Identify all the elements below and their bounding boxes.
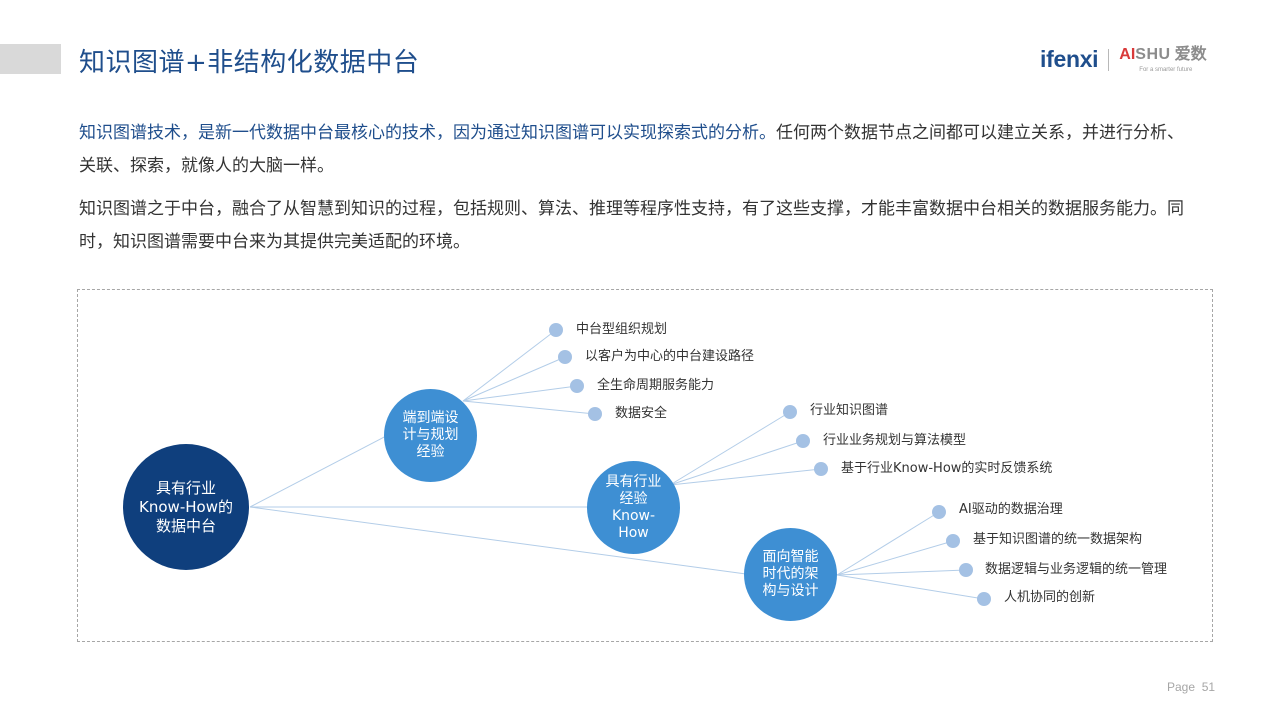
leaf-label: AI驱动的数据治理 bbox=[959, 502, 1063, 517]
leaf-dot bbox=[783, 405, 797, 419]
leaf-dot bbox=[549, 323, 563, 337]
connector-line bbox=[462, 356, 566, 402]
branch-node-know-how: 具有行业经验Know-How bbox=[587, 461, 680, 554]
aishu-tagline: For a smarter future bbox=[1139, 67, 1193, 73]
connector-line bbox=[836, 574, 985, 600]
header-accent-bar bbox=[0, 44, 61, 74]
connector-line bbox=[669, 440, 804, 486]
aishu-logo-ai: AI bbox=[1119, 46, 1136, 63]
leaf-dot bbox=[558, 350, 572, 364]
leaf-label: 人机协同的创新 bbox=[1004, 590, 1096, 605]
root-node: 具有行业Know-How的数据中台 bbox=[123, 444, 249, 570]
page-title: 知识图谱+非结构化数据中台 bbox=[79, 48, 420, 78]
branch-node-label: 面向智能时代的架构与设计 bbox=[762, 549, 819, 599]
branch-node-architecture: 面向智能时代的架构与设计 bbox=[744, 528, 837, 621]
leaf-dot bbox=[977, 592, 991, 606]
leaf-label: 行业知识图谱 bbox=[810, 403, 889, 418]
leaf-label: 行业业务规划与算法模型 bbox=[823, 433, 967, 448]
connector-line bbox=[669, 411, 791, 486]
logo-divider bbox=[1108, 49, 1110, 71]
page-number-value: 51 bbox=[1201, 680, 1216, 694]
connector-line bbox=[249, 434, 389, 508]
leaf-dot bbox=[796, 434, 810, 448]
leaf-dot bbox=[570, 379, 584, 393]
leaf-dot bbox=[932, 505, 946, 519]
intro-paragraph-2: 知识图谱之于中台，融合了从智慧到知识的过程，包括规则、算法、推理等程序性支持，有… bbox=[79, 199, 1184, 252]
connector-line bbox=[462, 385, 578, 402]
connector-line bbox=[836, 540, 954, 576]
intro-highlight: 知识图谱技术，是新一代数据中台最核心的技术，因为通过知识图谱可以实现探索式的分析… bbox=[79, 123, 776, 143]
connector-line bbox=[669, 468, 822, 486]
branch-node-design: 端到端设计与规划经验 bbox=[384, 389, 477, 482]
leaf-label: 数据安全 bbox=[615, 406, 668, 421]
ifenxi-logo: ifenxi bbox=[1040, 46, 1099, 72]
intro-rest: 任何两个数据节点之间都可以建立关系，并进行分析、关联、探索，就像人的大脑一样。 bbox=[79, 123, 1184, 176]
connector-line bbox=[836, 569, 967, 576]
leaf-dot bbox=[588, 407, 602, 421]
intro-paragraph-1: 知识图谱技术，是新一代数据中台最核心的技术，因为通过知识图谱可以实现探索式的分析… bbox=[79, 117, 1199, 183]
branch-node-label: 具有行业经验Know-How bbox=[605, 473, 662, 541]
leaf-label: 全生命周期服务能力 bbox=[597, 378, 715, 393]
leaf-label: 基于行业Know-How的实时反馈系统 bbox=[841, 461, 1053, 476]
connector-line bbox=[462, 329, 557, 402]
leaf-label: 基于知识图谱的统一数据架构 bbox=[973, 532, 1143, 547]
leaf-dot bbox=[959, 563, 973, 577]
connector-line bbox=[249, 506, 747, 575]
aishu-logo-cn: 爱数 bbox=[1174, 46, 1207, 63]
diagram-frame bbox=[77, 289, 1213, 642]
page-label: Page bbox=[1167, 680, 1196, 694]
page-number: Page 51 bbox=[1167, 680, 1215, 694]
branch-node-label: 端到端设计与规划经验 bbox=[402, 410, 459, 460]
leaf-dot bbox=[946, 534, 960, 548]
leaf-label: 数据逻辑与业务逻辑的统一管理 bbox=[985, 562, 1168, 577]
connector-line bbox=[836, 511, 940, 576]
leaf-label: 以客户为中心的中台建设路径 bbox=[585, 349, 755, 364]
aishu-logo-shu: SHU bbox=[1135, 46, 1171, 63]
leaf-label: 中台型组织规划 bbox=[576, 322, 668, 337]
root-node-label: 具有行业Know-How的数据中台 bbox=[139, 478, 233, 535]
leaf-dot bbox=[814, 462, 828, 476]
connector-line bbox=[462, 400, 596, 415]
